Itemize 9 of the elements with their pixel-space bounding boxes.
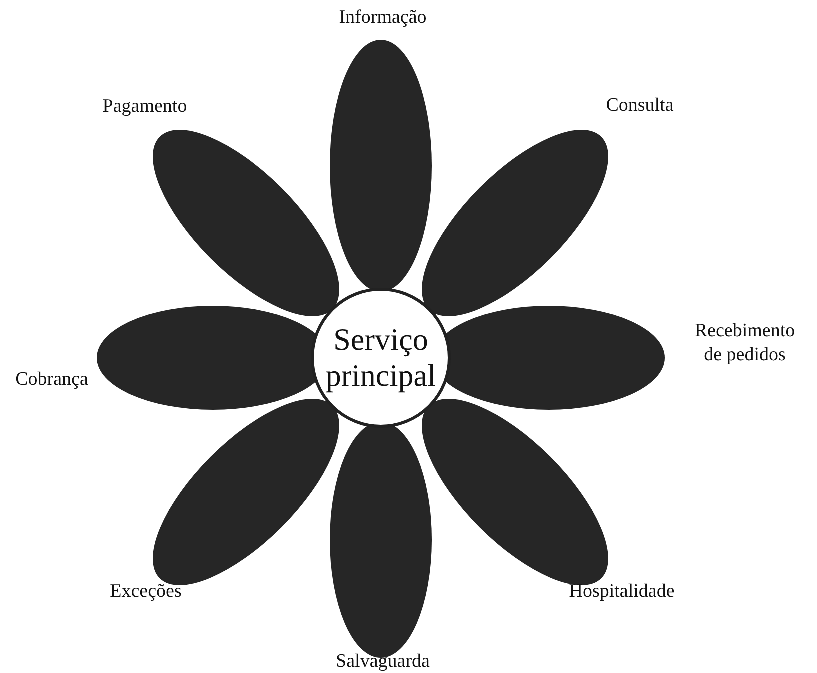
petal-label: Hospitalidade [569,580,675,604]
petal-label: Consulta [606,94,674,118]
petal-label: Recebimento de pedidos [694,319,796,367]
center-label: Serviço principal [324,322,438,394]
petal-label: Cobrança [16,368,88,392]
petal-label: Salvaguarda [336,650,430,673]
petal-label: Exceções [110,580,182,604]
petal-label: Pagamento [102,95,188,119]
petal-label: Informação [339,6,427,30]
